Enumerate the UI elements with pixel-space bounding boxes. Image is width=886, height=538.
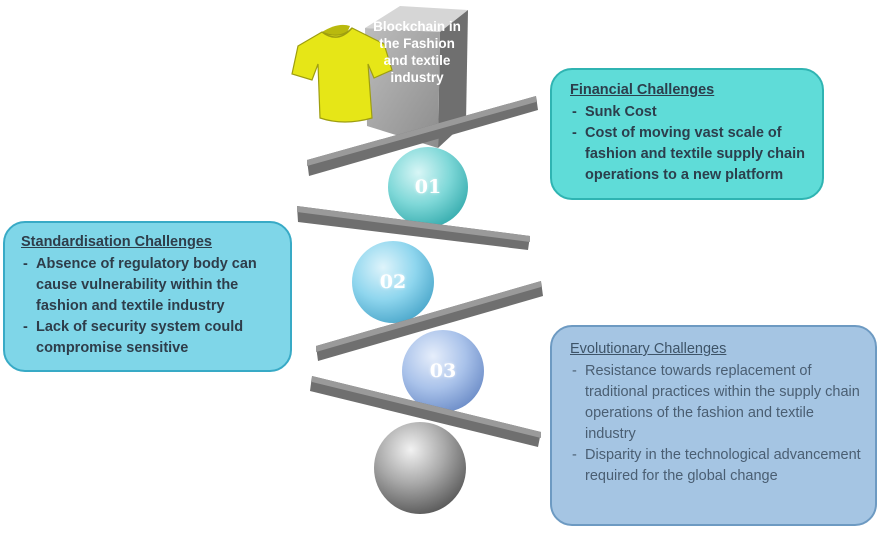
list-item: Sunk Cost — [570, 102, 808, 123]
tier-ball-1 — [388, 147, 468, 227]
evolutionary-challenges-heading: Evolutionary Challenges — [570, 341, 727, 357]
standardisation-challenges-heading: Standardisation Challenges — [21, 234, 212, 250]
list-item: Disparity in the technological advanceme… — [570, 445, 861, 487]
list-item: Cost of moving vast scale of fashion and… — [570, 123, 808, 186]
financial-challenges-box: Financial Challenges Sunk Cost Cost of m… — [550, 68, 824, 200]
standardisation-challenges-box: Standardisation Challenges Absence of re… — [3, 221, 292, 372]
evolutionary-challenges-list: Resistance towards replacement of tradit… — [570, 361, 861, 487]
list-item: Resistance towards replacement of tradit… — [570, 361, 861, 445]
plank-4 — [310, 376, 541, 447]
standardisation-challenges-list: Absence of regulatory body can cause vul… — [21, 254, 278, 359]
base-ball — [374, 422, 466, 514]
tier-label-3: 03 — [429, 360, 457, 382]
list-item: Lack of security system could compromise… — [21, 317, 278, 359]
tier-label-1: 01 — [414, 176, 442, 198]
tier-ball-2 — [352, 241, 434, 323]
t-shirt-icon — [291, 24, 393, 123]
plank-1 — [307, 96, 538, 176]
plank-3 — [316, 281, 543, 361]
evolutionary-challenges-box: Evolutionary Challenges Resistance towar… — [550, 325, 877, 526]
tier-label-2: 02 — [379, 271, 407, 293]
list-item: Absence of regulatory body can cause vul… — [21, 254, 278, 317]
plank-2 — [297, 206, 530, 250]
tier-ball-3 — [402, 330, 484, 412]
financial-challenges-list: Sunk Cost Cost of moving vast scale of f… — [570, 102, 808, 186]
diagram-title: Blockchain in the Fashion and textile in… — [373, 19, 461, 85]
financial-challenges-heading: Financial Challenges — [570, 82, 715, 98]
